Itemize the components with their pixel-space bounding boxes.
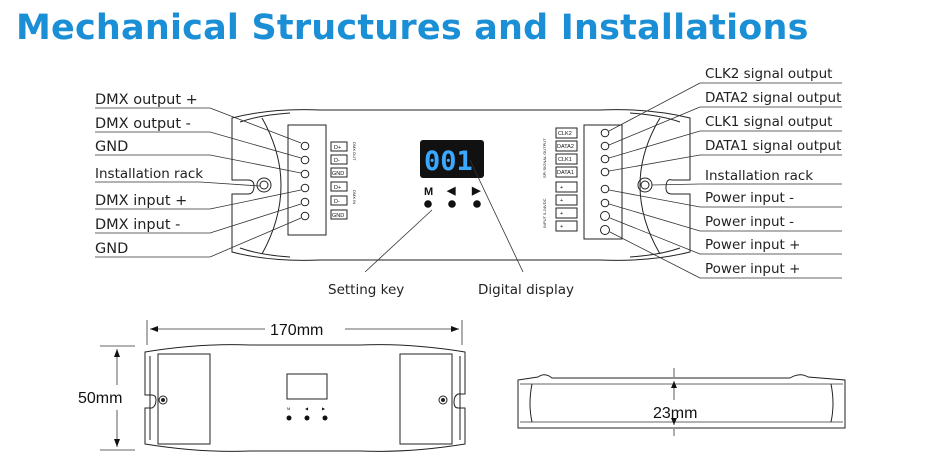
terminal-label: + xyxy=(560,198,563,204)
small-key-right: ▶ xyxy=(322,406,326,411)
key-m-button[interactable] xyxy=(424,200,432,208)
key-right-button[interactable] xyxy=(473,200,481,208)
terminal-label: + xyxy=(560,224,563,230)
setting-key-label: Setting key xyxy=(328,282,404,298)
key-left-label: ◀ xyxy=(446,185,456,197)
terminal-label: CLK2 xyxy=(558,131,572,137)
key-right-label: ▶ xyxy=(471,185,481,197)
device-front-view: D+ D- GND D+ D- GND DMX OUT DMX IN CLK2 … xyxy=(231,109,691,261)
setting-keys: M ◀ ▶ xyxy=(424,185,481,208)
spi-output-label: SPI SIGNAL OUTPUT xyxy=(542,138,547,178)
dimension-side-view: 23mm xyxy=(517,368,846,436)
terminal-label: GND xyxy=(332,213,344,219)
right-label: Power input - xyxy=(705,214,794,230)
width-dimension: 50mm xyxy=(78,390,122,407)
digital-display-label: Digital display xyxy=(478,282,574,298)
terminal-label: DATA2 xyxy=(557,144,574,150)
input-voltage-label: INPUT 5-24VDC xyxy=(542,198,547,228)
terminal-label: D- xyxy=(334,199,340,205)
left-label: DMX input + xyxy=(95,193,187,209)
right-label: Power input - xyxy=(705,190,794,206)
left-label: DMX output + xyxy=(95,92,198,108)
left-label: Installation rack xyxy=(95,166,203,182)
right-label: DATA1 signal output xyxy=(705,138,841,154)
right-label: CLK2 signal output xyxy=(705,66,832,82)
key-m-label: M xyxy=(424,186,433,198)
terminal-label: DATA1 xyxy=(557,170,574,176)
right-label: DATA2 signal output xyxy=(705,90,841,106)
small-key-left: ◀ xyxy=(305,406,309,411)
right-callouts: CLK2 signal output DATA2 signal output C… xyxy=(608,66,842,279)
terminal-label: D+ xyxy=(334,145,341,151)
terminal-label: + xyxy=(560,185,563,191)
page-title: Mechanical Structures and Installations xyxy=(16,8,809,48)
left-callouts: DMX output + DMX output - GND Installati… xyxy=(95,92,302,258)
length-dimension: 170mm xyxy=(270,322,323,339)
right-terminal-holes xyxy=(600,128,610,235)
key-left-button[interactable] xyxy=(448,200,456,208)
digital-display xyxy=(420,140,484,178)
dmx-in-label: DMX IN xyxy=(352,190,357,204)
left-terminal-holes xyxy=(300,141,310,221)
left-label: DMX input - xyxy=(95,217,180,233)
left-terminal-labels: D+ D- GND D+ D- GND DMX OUT DMX IN xyxy=(330,141,357,220)
bottom-callouts: Setting key Digital display xyxy=(328,159,574,298)
right-label: Power input + xyxy=(705,261,800,277)
height-dimension: 23mm xyxy=(653,405,697,422)
dmx-out-label: DMX OUT xyxy=(352,142,357,161)
terminal-label: D+ xyxy=(334,185,341,191)
display-value: 001 xyxy=(424,146,473,177)
left-label: DMX output - xyxy=(95,116,191,132)
terminal-label: D- xyxy=(334,158,340,164)
left-label: GND xyxy=(95,241,128,257)
terminal-label: GND xyxy=(332,171,344,177)
right-terminal-labels: CLK2 DATA2 CLK1 DATA1 + + + + SPI SIGNAL… xyxy=(542,127,578,232)
terminal-label: + xyxy=(560,211,563,217)
left-label: GND xyxy=(95,139,128,155)
right-label: Installation rack xyxy=(705,168,813,184)
small-key-m: M xyxy=(287,406,290,411)
right-label: Power input + xyxy=(705,237,800,253)
dimension-front-view: 170mm 50mm M ◀ ▶ xyxy=(78,320,466,452)
terminal-label: CLK1 xyxy=(558,157,572,163)
right-label: CLK1 signal output xyxy=(705,114,832,130)
